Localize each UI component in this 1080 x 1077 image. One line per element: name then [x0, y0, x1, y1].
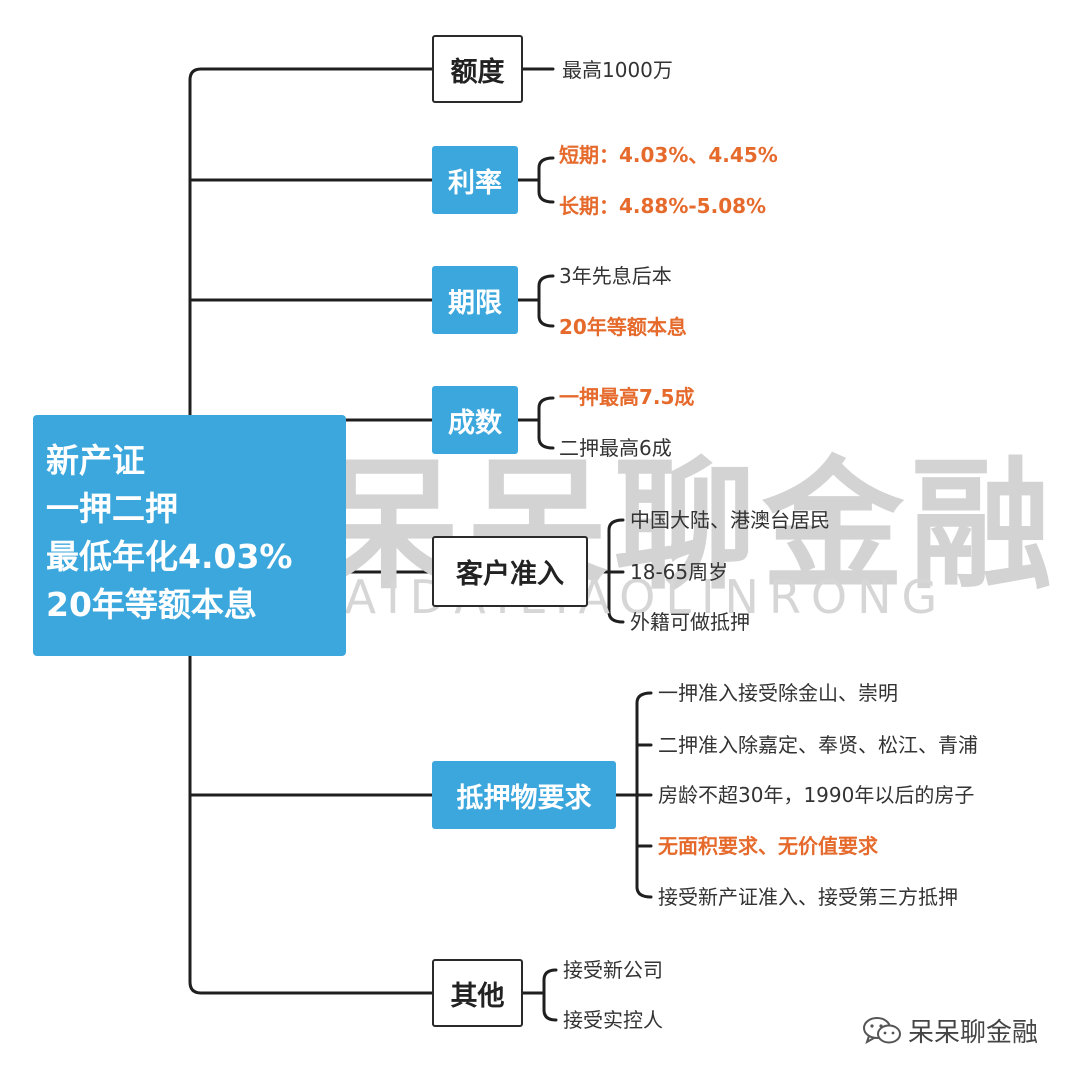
leaf-collateral-5: 接受新产证准入、接受第三方抵押	[658, 885, 958, 909]
footer-account-name: 呆呆聊金融	[908, 1018, 1039, 1048]
leaf-rate-1: 短期：4.03%、4.45%	[559, 143, 778, 167]
leaf-collateral-2: 二押准入除嘉定、奉贤、松江、青浦	[658, 733, 978, 757]
leaf-collateral-1: 一押准入接受除金山、崇明	[658, 681, 898, 705]
leaf-term-2: 20年等额本息	[559, 315, 687, 339]
node-rate: 利率	[432, 146, 518, 214]
leaf-rate-2: 长期：4.88%-5.08%	[559, 194, 767, 218]
node-customer: 客户准入	[432, 536, 588, 607]
watermark-en: DAIDAILIAOLINRONG	[300, 570, 948, 624]
leaf-collateral-3: 房龄不超30年，1990年以后的房子	[658, 783, 975, 807]
leaf-other-1: 接受新公司	[563, 958, 663, 982]
leaf-collateral-4: 无面积要求、无价值要求	[658, 834, 878, 858]
leaf-customer-3: 外籍可做抵押	[630, 610, 750, 634]
root-node: 新产证 一押二押 最低年化4.03% 20年等额本息	[33, 415, 346, 656]
node-quota: 额度	[432, 35, 523, 103]
wechat-icon	[863, 1016, 901, 1044]
root-line-1: 新产证	[46, 441, 145, 480]
leaf-customer-1: 中国大陆、港澳台居民	[630, 508, 830, 532]
leaf-ratio-1: 一押最高7.5成	[559, 385, 695, 409]
root-line-4: 20年等额本息	[46, 585, 257, 624]
root-line-2: 一押二押	[46, 489, 178, 528]
node-other: 其他	[432, 959, 523, 1027]
node-ratio: 成数	[432, 386, 518, 454]
node-collateral: 抵押物要求	[432, 761, 616, 829]
leaf-customer-2: 18-65周岁	[630, 560, 729, 584]
leaf-term-1: 3年先息后本	[559, 264, 672, 288]
root-line-3: 最低年化4.03%	[46, 537, 293, 576]
leaf-quota-1: 最高1000万	[562, 58, 673, 82]
footer-account: 呆呆聊金融	[862, 1012, 1038, 1049]
leaf-ratio-2: 二押最高6成	[559, 436, 672, 460]
leaf-other-2: 接受实控人	[563, 1008, 663, 1032]
node-term: 期限	[432, 266, 518, 334]
